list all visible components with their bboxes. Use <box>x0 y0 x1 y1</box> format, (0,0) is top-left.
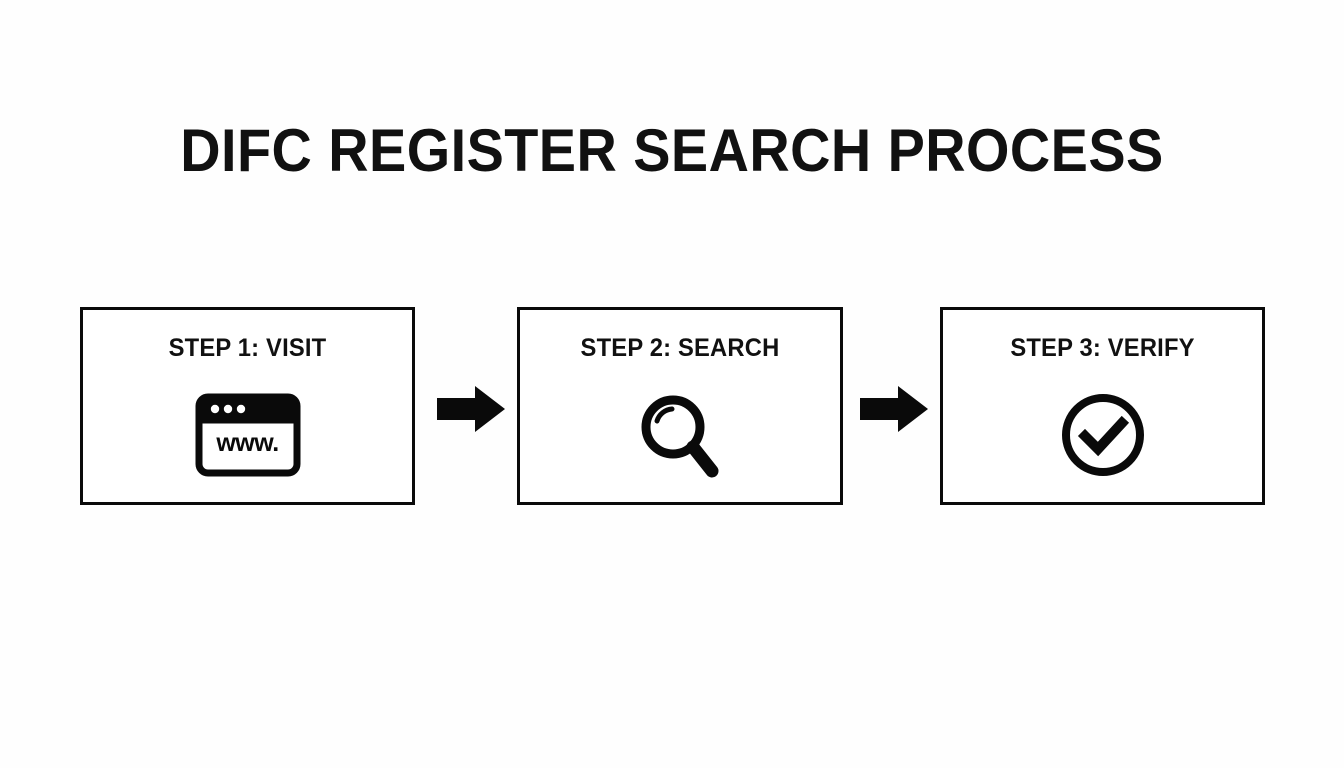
page-title: DIFC REGISTER SEARCH PROCESS <box>180 117 1164 184</box>
step-1-icon-slot: www. <box>83 380 412 490</box>
step-1-label: STEP 1: VISIT <box>168 334 327 362</box>
step-2-icon-slot <box>520 380 840 490</box>
process-flow: STEP 1: VISIT www. <box>80 307 1265 505</box>
magnifying-glass-icon <box>632 387 728 483</box>
step-2-label: STEP 2: SEARCH <box>580 334 780 362</box>
arrow-step2-to-step3-icon <box>860 386 928 432</box>
step-3-icon-slot <box>943 380 1262 490</box>
step-card-2[interactable]: STEP 2: SEARCH <box>517 307 843 505</box>
step-card-3[interactable]: STEP 3: VERIFY <box>940 307 1265 505</box>
step-3-label: STEP 3: VERIFY <box>1010 334 1195 362</box>
browser-window-icon <box>195 393 301 477</box>
arrow-step1-to-step2-icon <box>437 386 505 432</box>
step-card-1[interactable]: STEP 1: VISIT www. <box>80 307 415 505</box>
check-circle-icon <box>1059 391 1147 479</box>
